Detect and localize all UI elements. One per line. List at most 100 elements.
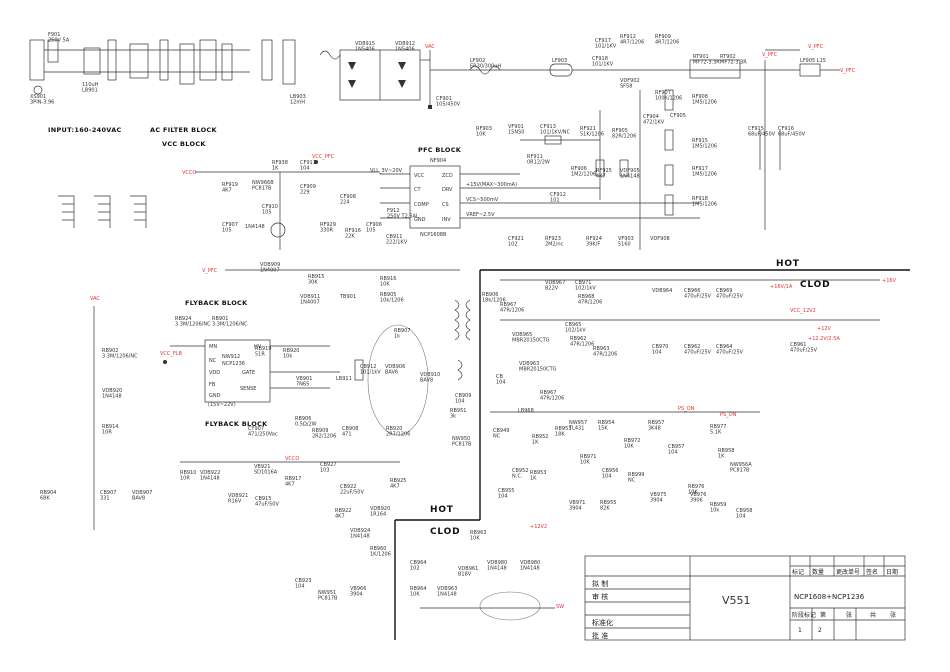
vac-net: VAC [425, 44, 435, 50]
tb-header-mark: 标记 [792, 568, 804, 576]
lf903-label: LF903 [552, 58, 567, 64]
tb-row-standard: 标准化 [592, 618, 613, 627]
pfc-note-2: +15V(MAX~300mA) [466, 182, 517, 188]
tb-row-drawn: 拟 制 [592, 579, 608, 588]
pfc-ic: PFC BLOCK NF904 VCC CT COMP GND ZCD DRV … [370, 146, 700, 238]
nw966-label: 1N4148 [245, 224, 265, 230]
pfc-ic-part: NCP1608B [420, 232, 447, 238]
ac-filter-label: AC FILTER BLOCK [150, 126, 217, 134]
pfc-pin-vcc: VCC [414, 173, 425, 179]
rf924-label: VDF908 [650, 236, 670, 242]
vcco-net-2: VCCO [285, 456, 299, 462]
pfc-note-3: VCS~500mV [466, 197, 499, 203]
tb-total-unit: 张 [890, 611, 896, 619]
out-16v-1a-net: +16V/1A [770, 284, 793, 290]
pfc-ic-ref: NF904 [430, 158, 446, 164]
ps-on2-net: PS_ON [720, 412, 737, 418]
tb-stage-2: 2 [818, 627, 822, 634]
v-pfc-net: V_PFC [762, 52, 778, 58]
tb-stage-label: 阶段标记 [792, 611, 816, 619]
vcc-pfc-net: VCC_PFC [312, 154, 335, 160]
fb-pin-sense: SENSE [240, 386, 256, 392]
vdd-range-note: (15V~22V) [208, 402, 236, 408]
tb-header-qty: 数量 [812, 568, 824, 576]
secondary-outputs: HOT CLOD +16V +16V/1A VCC_12V2 +12V +12.… [496, 259, 897, 402]
flyback-ic-ref: NW912 [222, 354, 240, 360]
tb-total: 共 [870, 611, 876, 619]
flyback-ic: FLYBACK BLOCK FLYBACK BLOCK NW912 NCP123… [170, 299, 471, 440]
pfc-note-1: VLL_3V~20V [370, 168, 403, 174]
rb916-label: TB901 [339, 294, 356, 300]
v-pfc-out-net: V_PFC [840, 68, 856, 74]
vcc-12v2-net: VCC_12V2 [790, 308, 816, 314]
out-12v-25a-net: +12.2V/2.5A [808, 336, 840, 342]
rb951-label: LB968 [518, 408, 534, 414]
input-label: INPUT:160-240VAC [48, 126, 122, 134]
tb-sheet-unit: 张 [846, 611, 852, 619]
